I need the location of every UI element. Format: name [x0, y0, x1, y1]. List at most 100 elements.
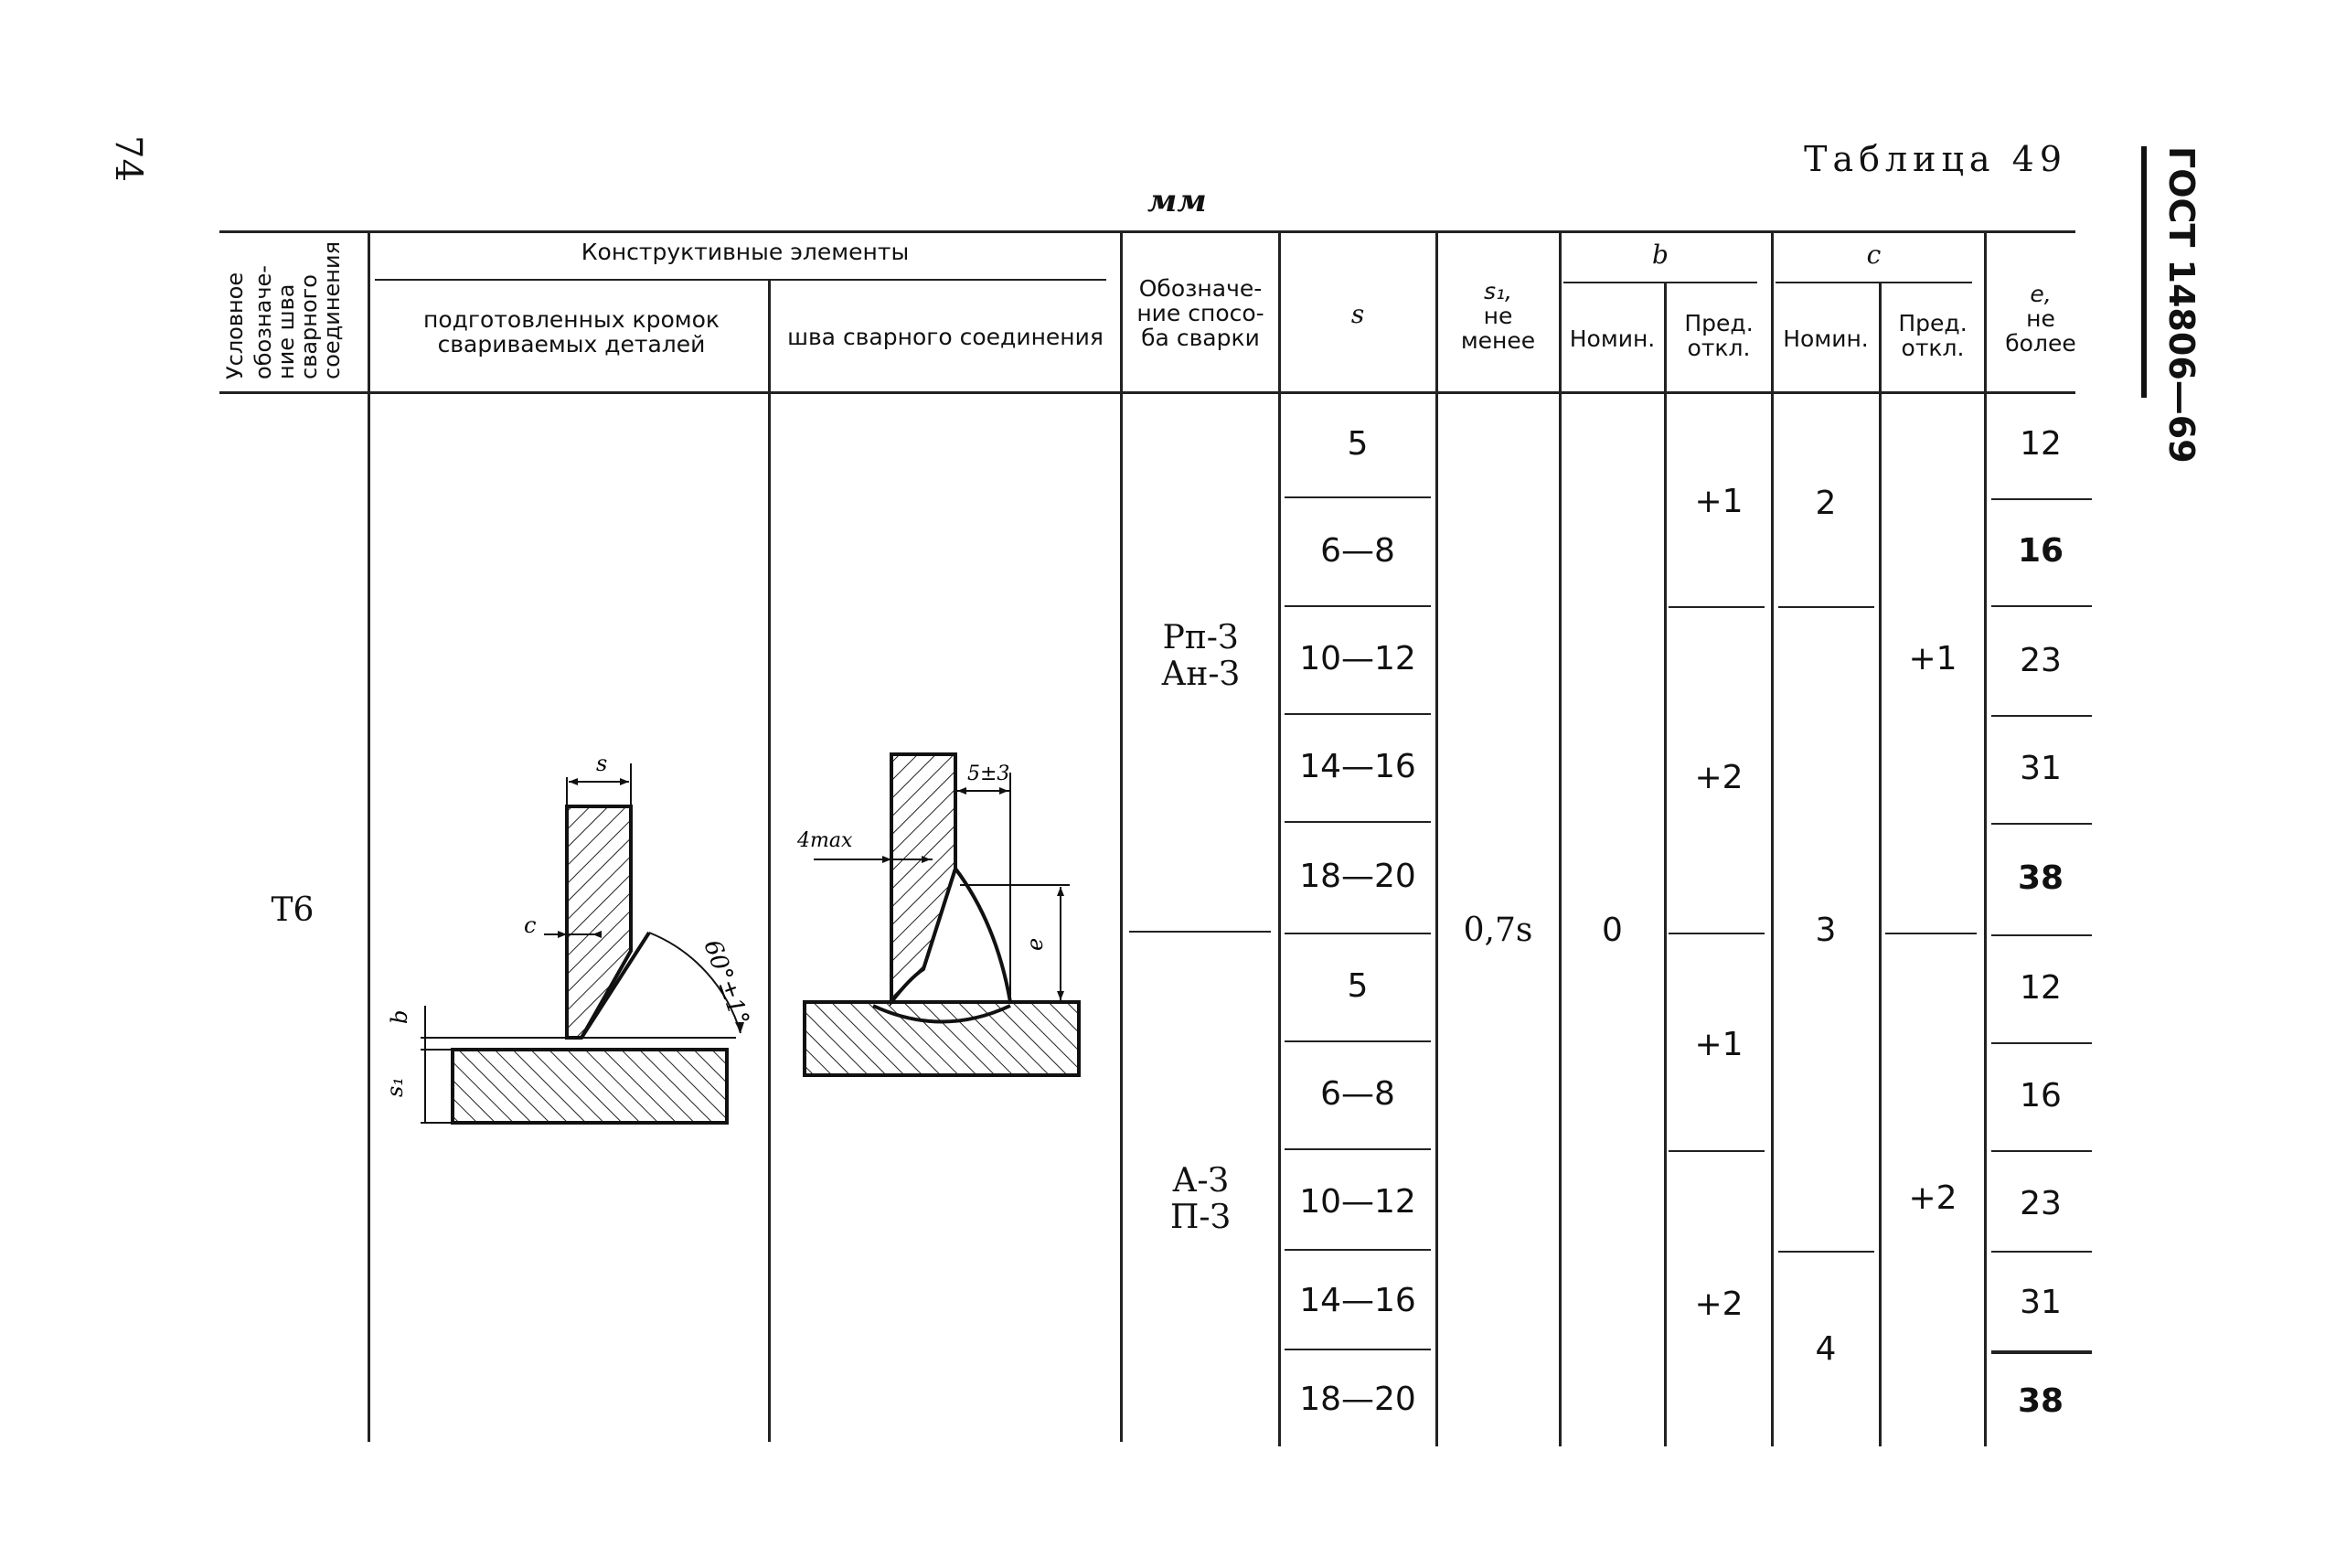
- e-value: 16: [2020, 1077, 2062, 1115]
- s-sep: [1285, 1148, 1431, 1150]
- vertical-plate: [565, 805, 633, 1040]
- s-value: 5: [1347, 967, 1369, 1005]
- dim-s1-label: s₁: [382, 1077, 408, 1097]
- vline-7: [1664, 283, 1667, 1446]
- method-header-line: Обозначе-: [1138, 275, 1263, 302]
- s-value: 10—12: [1299, 640, 1416, 677]
- s1-header-line: менее: [1460, 327, 1536, 354]
- method-line: А-З: [1172, 1162, 1229, 1200]
- vline-10: [1984, 230, 1987, 1446]
- s-value: 14—16: [1299, 748, 1416, 785]
- e-header-line: e,: [2030, 281, 2052, 307]
- c-tolerance-line: откл.: [1901, 335, 1965, 361]
- e-sep: [1991, 1150, 2092, 1152]
- e-sep: [1991, 715, 2092, 717]
- b-subrule: [1563, 282, 1757, 283]
- e-value: 23: [2020, 1185, 2062, 1222]
- prepared-edges-drawing: s c 60°±1° b s₁: [382, 751, 754, 1125]
- base-plate: [451, 1048, 729, 1125]
- e-sep: [1991, 934, 2092, 936]
- standard-rule: [2141, 146, 2147, 398]
- vline-2: [768, 279, 771, 1442]
- e-value: 31: [2020, 750, 2062, 787]
- vline-1: [368, 230, 370, 1442]
- s-value: 6—8: [1320, 532, 1395, 570]
- dim-angle-label: 60°±1°: [698, 936, 754, 1029]
- constructive-subrule: [375, 279, 1106, 281]
- s1-value: 0,7s: [1463, 912, 1533, 949]
- weld-base-plate: [803, 1000, 1081, 1077]
- weld-seam-header: шва сварного соединения: [787, 324, 1104, 350]
- joint-header-line: ние шва: [273, 283, 299, 380]
- s-sep: [1285, 1040, 1431, 1042]
- c-tol-sep: [1885, 933, 1977, 934]
- c-tolerance-header: Пред. откл.: [1882, 311, 1984, 360]
- c-nominal: 4: [1815, 1330, 1837, 1368]
- b-tol-sep: [1669, 933, 1765, 934]
- s-sep: [1285, 496, 1431, 498]
- s-sep: [1285, 1249, 1431, 1251]
- method-sep: [1129, 931, 1271, 933]
- e-value: 16: [2017, 532, 2064, 570]
- dim-gap-label: 5±3: [967, 763, 1009, 785]
- joint-symbol: Т6: [271, 891, 315, 929]
- c-tolerance: +1: [1908, 640, 1957, 677]
- s-sep: [1285, 821, 1431, 823]
- prepared-edges-header: подготовленных кромок свариваемых детале…: [375, 307, 768, 357]
- method-line: Рп-З: [1162, 619, 1239, 656]
- s-sep: [1285, 1349, 1431, 1350]
- constructive-header: Конструктивные элементы: [581, 239, 910, 265]
- c-nominal-header: Номин.: [1783, 325, 1869, 352]
- e-sep: [1991, 823, 2092, 825]
- method-header-line: ние спосо-: [1136, 300, 1264, 326]
- method-group-2: А-З П-З: [1123, 1163, 1278, 1236]
- b-tol-sep: [1669, 1150, 1765, 1152]
- s-value: 6—8: [1320, 1075, 1395, 1113]
- header-bottom-rule: [219, 391, 2075, 394]
- e-value: 12: [2020, 425, 2062, 463]
- prepared-edges-line: свариваемых деталей: [437, 331, 706, 357]
- b-nominal-header: Номин.: [1569, 325, 1656, 352]
- weld-seam-drawing: 5±3 4max e: [796, 752, 1081, 1077]
- e-sep: [1991, 1350, 2092, 1354]
- joint-header-line: соединения: [319, 240, 345, 379]
- method-line: П-З: [1170, 1199, 1231, 1236]
- c-nominal: 2: [1815, 485, 1837, 522]
- method-group-1: Рп-З Ан-З: [1123, 620, 1278, 693]
- vline-6: [1559, 230, 1562, 1446]
- b-tolerance: +1: [1694, 1026, 1744, 1063]
- vline-8: [1771, 230, 1774, 1446]
- e-header-line: не: [2026, 305, 2055, 332]
- c-header: c: [1866, 240, 1882, 270]
- s-sep: [1285, 713, 1431, 715]
- vline-5: [1435, 230, 1438, 1446]
- table-title: Таблица 49: [1804, 139, 2067, 179]
- e-header-line: более: [2005, 330, 2076, 357]
- b-nominal-value: 0: [1602, 912, 1623, 949]
- dim-b-label: b: [387, 1010, 412, 1024]
- vline-4: [1278, 230, 1281, 1446]
- b-tolerance: +1: [1694, 483, 1744, 520]
- s-value: 18—20: [1299, 858, 1416, 895]
- s-value: 10—12: [1299, 1183, 1416, 1221]
- dim-e-label: e: [1022, 938, 1048, 951]
- s1-header: s₁, не менее: [1437, 279, 1559, 353]
- e-value: 23: [2020, 642, 2062, 679]
- e-value: 38: [2017, 1382, 2064, 1420]
- joint-header-line: сварного: [296, 274, 322, 379]
- vline-9: [1879, 283, 1882, 1446]
- c-tolerance: +2: [1908, 1179, 1957, 1217]
- s1-header-line: s₁,: [1484, 278, 1512, 304]
- joint-header-line: обозначе-: [251, 265, 276, 379]
- method-header: Обозначе- ние спосо- ба сварки: [1123, 276, 1278, 350]
- e-header: e, не более: [1986, 282, 2096, 356]
- b-tolerance-line: Пред.: [1684, 310, 1754, 336]
- s-value: 14—16: [1299, 1282, 1416, 1319]
- e-value: 38: [2017, 859, 2064, 897]
- e-sep: [1991, 1042, 2092, 1044]
- prepared-edges-line: подготовленных кромок: [423, 306, 720, 333]
- c-tolerance-line: Пред.: [1898, 310, 1968, 336]
- c-nom-sep: [1778, 606, 1874, 608]
- s-value: 18—20: [1299, 1381, 1416, 1418]
- s-value: 5: [1347, 425, 1369, 463]
